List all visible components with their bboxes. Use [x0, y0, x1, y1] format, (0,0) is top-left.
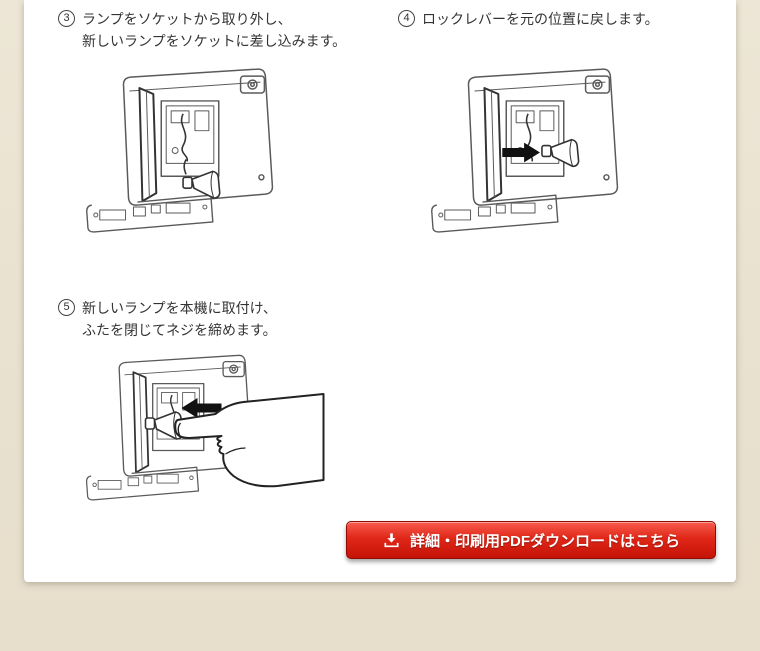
hand-illustration	[174, 393, 325, 488]
step-4-number-badge: 4	[398, 10, 415, 27]
content-panel: 3 ランプをソケットから取り外し、 新しいランプをソケットに差し込みます。 4 …	[24, 0, 736, 582]
step-5-attach-lamp-hand-illustration	[85, 354, 325, 501]
left-arrow-icon	[181, 398, 222, 418]
step-3: 3 ランプをソケットから取り外し、 新しいランプをソケットに差し込みます。	[58, 8, 346, 52]
step-4-text-line-1: ロックレバーを元の位置に戻します。	[422, 11, 659, 27]
step-3-lamp-removal-illustration	[85, 68, 274, 233]
step-4-lock-lever-illustration	[430, 68, 619, 233]
step-4: 4 ロックレバーを元の位置に戻します。	[398, 8, 659, 30]
step-5-text-line-1: 新しいランプを本機に取付け、	[82, 300, 277, 316]
pdf-download-label: 詳細・印刷用PDFダウンロードはこちら	[409, 532, 680, 550]
step-3-text-line-1: ランプをソケットから取り外し、	[82, 11, 292, 27]
step-3-number-badge: 3	[58, 10, 75, 27]
pdf-download-button[interactable]: 詳細・印刷用PDFダウンロードはこちら	[346, 521, 716, 559]
step-3-text-line-2: 新しいランプをソケットに差し込みます。	[82, 33, 347, 49]
pdf-download-icon	[384, 532, 399, 547]
step-5: 5 新しいランプを本機に取付け、 ふたを閉じてネジを締めます。	[58, 297, 277, 341]
step-5-text-line-2: ふたを閉じてネジを締めます。	[82, 322, 277, 338]
step-5-number-badge: 5	[58, 299, 75, 316]
right-arrow-icon	[502, 142, 540, 163]
